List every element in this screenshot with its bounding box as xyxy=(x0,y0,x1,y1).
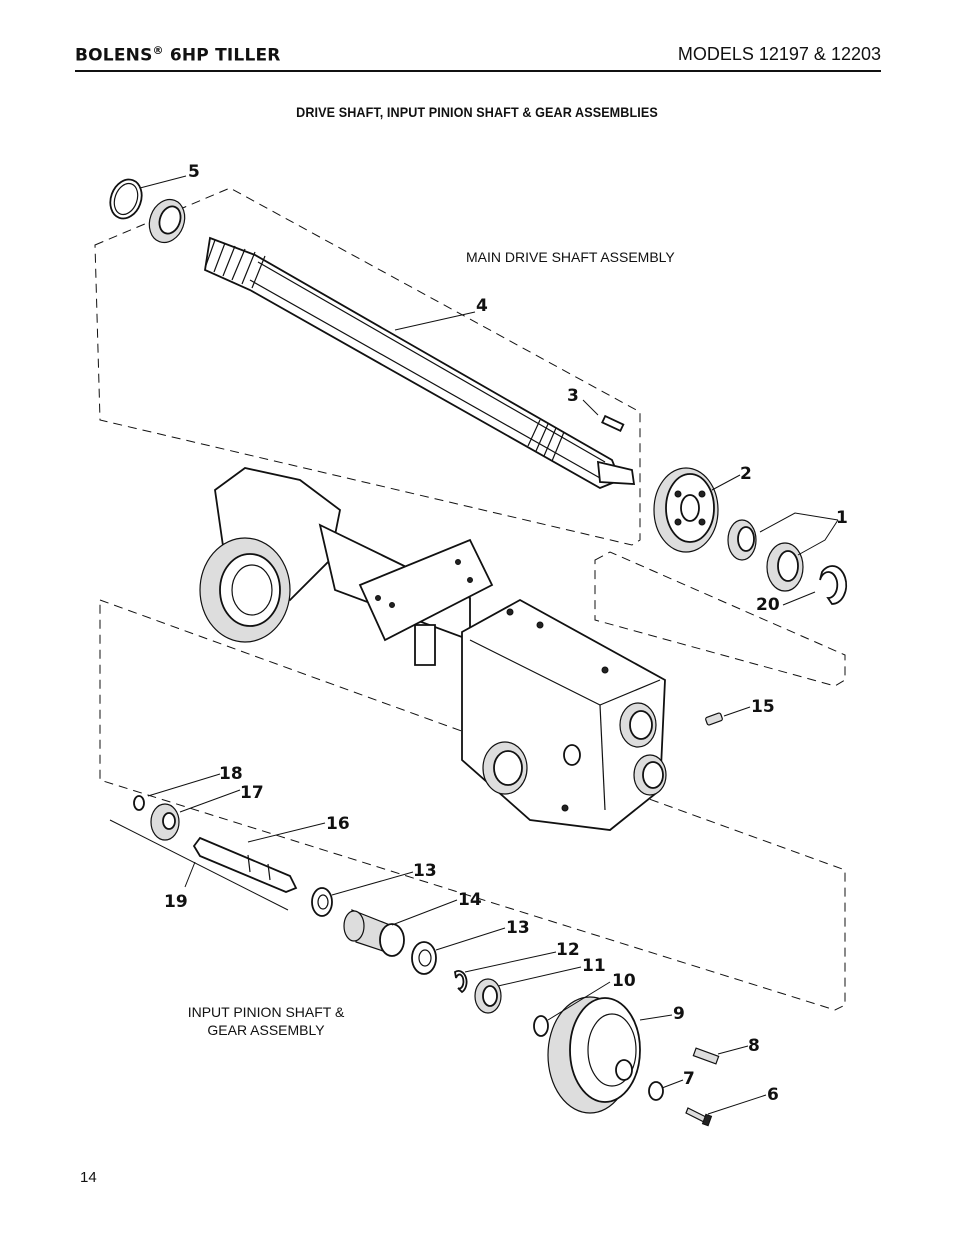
main-shaft-outline xyxy=(94,187,641,546)
snap-ring-part-12 xyxy=(454,970,468,994)
input-pinion-label: INPUT PINION SHAFT & GEAR ASSEMBLY xyxy=(172,1003,360,1039)
callout-13a: 13 xyxy=(413,861,437,881)
main-drive-label: MAIN DRIVE SHAFT ASSEMBLY xyxy=(466,248,675,266)
callout-14: 14 xyxy=(458,890,482,910)
callout-18: 18 xyxy=(219,764,243,784)
callout-8: 8 xyxy=(748,1036,760,1056)
callout-19: 19 xyxy=(164,892,188,912)
worm-thread xyxy=(204,239,565,462)
registered-mark: ® xyxy=(152,44,164,57)
pulley-part-9 xyxy=(547,996,641,1114)
washer-part-10 xyxy=(533,1015,549,1037)
brand-title: BOLENS® 6HP TILLER xyxy=(75,44,281,66)
callout-6: 6 xyxy=(767,1085,779,1105)
washer-part-13b xyxy=(411,941,437,975)
o-ring-part-5 xyxy=(109,178,143,220)
callout-10: 10 xyxy=(612,971,636,991)
callout-13b: 13 xyxy=(506,918,530,938)
models-label: MODELS 12197 & 12203 xyxy=(677,44,881,64)
set-screw-part-15 xyxy=(705,712,723,726)
page-header: BOLENS® 6HP TILLER MODELS 12197 & 12203 xyxy=(75,44,881,72)
page-number: 14 xyxy=(80,1169,97,1186)
bushing-part-14 xyxy=(343,909,405,957)
callout-20: 20 xyxy=(756,595,780,615)
gear-part-2 xyxy=(653,467,719,553)
callout-9: 9 xyxy=(673,1004,685,1024)
drive-shaft-part-4 xyxy=(204,236,622,489)
gear-outline xyxy=(594,551,846,687)
input-pinion-outline xyxy=(99,599,846,1011)
callout-7: 7 xyxy=(683,1069,695,1089)
callout-5: 5 xyxy=(188,162,200,182)
transmission-housing xyxy=(199,467,667,831)
washer-part-7 xyxy=(648,1081,664,1101)
callout-1: 1 xyxy=(836,508,848,528)
callout-4: 4 xyxy=(476,296,488,316)
callout-12: 12 xyxy=(556,940,580,960)
key-part-8 xyxy=(692,1047,720,1065)
main-drive-label-text: MAIN DRIVE SHAFT ASSEMBLY xyxy=(466,249,675,265)
input-pinion-label-line1: INPUT PINION SHAFT & xyxy=(187,1004,345,1020)
callout-15: 15 xyxy=(751,697,775,717)
pinion-gear-part-17 xyxy=(150,803,180,841)
callout-16: 16 xyxy=(326,814,350,834)
key-part-3 xyxy=(601,414,625,433)
callout-11: 11 xyxy=(582,956,606,976)
callout-2: 2 xyxy=(740,464,752,484)
leader-lines xyxy=(109,175,839,1115)
callout-17: 17 xyxy=(240,783,264,803)
washer-part-13a xyxy=(311,887,333,917)
input-pinion-label-line2: GEAR ASSEMBLY xyxy=(207,1022,325,1038)
brand-name: BOLENS xyxy=(75,45,153,66)
section-title: DRIVE SHAFT, INPUT PINION SHAFT & GEAR A… xyxy=(296,104,658,120)
snap-ring-part-20 xyxy=(819,565,848,605)
retaining-ring-part-18 xyxy=(133,795,145,811)
callout-3: 3 xyxy=(567,386,579,406)
brand-product: 6HP TILLER xyxy=(163,45,281,66)
input-shaft-part-16 xyxy=(192,836,298,893)
